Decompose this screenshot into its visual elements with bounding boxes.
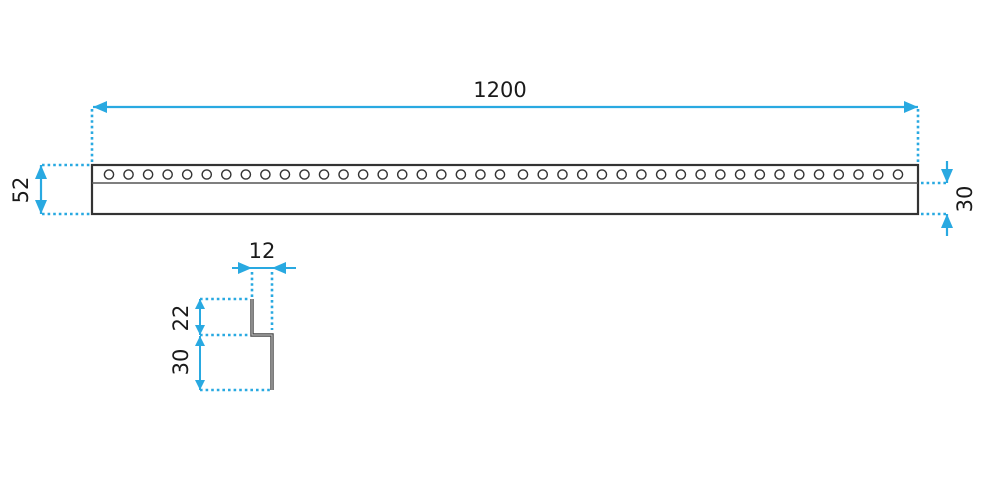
- hole: [794, 169, 805, 180]
- hole: [162, 169, 173, 180]
- hole: [377, 169, 389, 180]
- hole: [396, 169, 408, 180]
- hole: [853, 169, 864, 180]
- hole: [123, 169, 134, 180]
- hole: [892, 169, 904, 180]
- hole: [537, 169, 549, 180]
- lower-band-dimension: 30: [921, 161, 977, 236]
- section-height-dimensions: 22 30: [169, 297, 270, 392]
- hole: [318, 169, 330, 180]
- hole: [616, 169, 627, 180]
- hole: [299, 169, 310, 180]
- hole: [754, 169, 766, 180]
- lower-band-label: 30: [953, 186, 977, 213]
- hole: [734, 169, 746, 180]
- hole: [655, 169, 667, 180]
- hole: [872, 169, 884, 180]
- hole: [596, 169, 608, 180]
- hole: [494, 169, 506, 180]
- hole: [557, 169, 568, 180]
- top-view: 1200 52 30: [9, 78, 977, 236]
- hole: [260, 169, 271, 180]
- section-view: 12 22 30: [169, 239, 296, 392]
- length-dimension: 1200: [90, 78, 920, 165]
- section-width-label: 12: [249, 239, 276, 263]
- z-profile: [250, 299, 274, 390]
- hole: [813, 169, 825, 180]
- hole: [220, 169, 232, 180]
- upper-leg-label: 22: [169, 305, 193, 332]
- hole: [240, 169, 252, 180]
- hole: [142, 169, 154, 180]
- hole: [338, 169, 349, 180]
- section-width-dimension: 12: [232, 239, 296, 330]
- height-label: 52: [9, 177, 33, 204]
- hole: [774, 169, 785, 180]
- hole: [636, 169, 647, 180]
- hole: [455, 169, 467, 180]
- hole: [181, 169, 193, 180]
- strip-body: [90, 163, 920, 216]
- length-label: 1200: [473, 78, 526, 102]
- hole: [695, 169, 706, 180]
- lower-leg-label: 30: [169, 349, 193, 376]
- hole: [416, 169, 428, 180]
- hole: [715, 169, 726, 180]
- hole: [675, 169, 687, 180]
- hole: [833, 169, 845, 180]
- hole: [475, 169, 486, 180]
- hole: [357, 169, 369, 180]
- hole: [436, 169, 447, 180]
- hole: [279, 169, 291, 180]
- perforation-holes: [103, 169, 904, 180]
- hole: [576, 169, 588, 180]
- height-dimension: 52: [9, 163, 90, 216]
- hole: [103, 169, 115, 180]
- hole: [201, 169, 213, 180]
- hole: [517, 169, 529, 180]
